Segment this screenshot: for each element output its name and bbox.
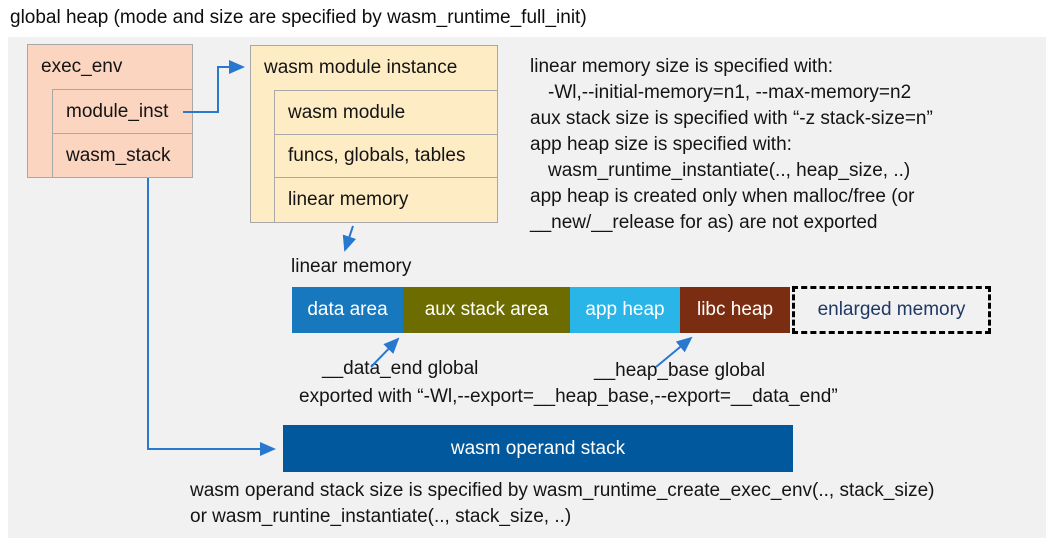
linear-memory-label: linear memory [291,256,412,277]
segment-data-area: data area [292,287,403,333]
exec-env-header: exec_env [41,56,123,77]
note-line: aux stack size is specified with “-z sta… [530,108,933,129]
note-line: wasm operand stack size is specified by … [190,480,935,501]
module-instance-row-linear-memory: linear memory [274,177,498,223]
heap-base-global-label: __heap_base global [594,360,766,381]
linear-memory-notes: linear memory size is specified with: -W… [530,54,933,236]
segment-libc-heap: libc heap [680,287,790,333]
note-line: or wasm_runtine_instantiate(.., stack_si… [190,506,572,527]
module-instance-header: wasm module instance [264,57,458,78]
data-end-global-label: __data_end global [322,358,479,379]
segment-aux-stack-area: aux stack area [403,287,570,333]
module-instance-row-wasm-module: wasm module [274,90,498,135]
exec-env-row-wasm-stack: wasm_stack [52,133,193,178]
note-line: -Wl,--initial-memory=n1, --max-memory=n2 [548,82,912,103]
segment-app-heap: app heap [570,287,680,333]
note-line: linear memory size is specified with: [530,56,834,77]
module-instance-row-funcs-globals-tables: funcs, globals, tables [274,134,498,178]
wasm-operand-stack-bar: wasm operand stack [283,425,793,472]
note-line: __new/__release for as) are not exported [530,212,878,233]
note-line: app heap size is specified with: [530,134,792,155]
exec-env-row-module-inst: module_inst [52,89,193,134]
export-note: exported with “-Wl,--export=__heap_base,… [299,386,838,407]
diagram-title: global heap (mode and size are specified… [10,7,587,28]
note-line: app heap is created only when malloc/fre… [530,186,915,207]
note-line: wasm_runtime_instantiate(.., heap_size, … [548,160,911,181]
operand-stack-notes: wasm operand stack size is specified by … [190,478,935,530]
segment-enlarged-memory: enlarged memory [792,286,991,334]
